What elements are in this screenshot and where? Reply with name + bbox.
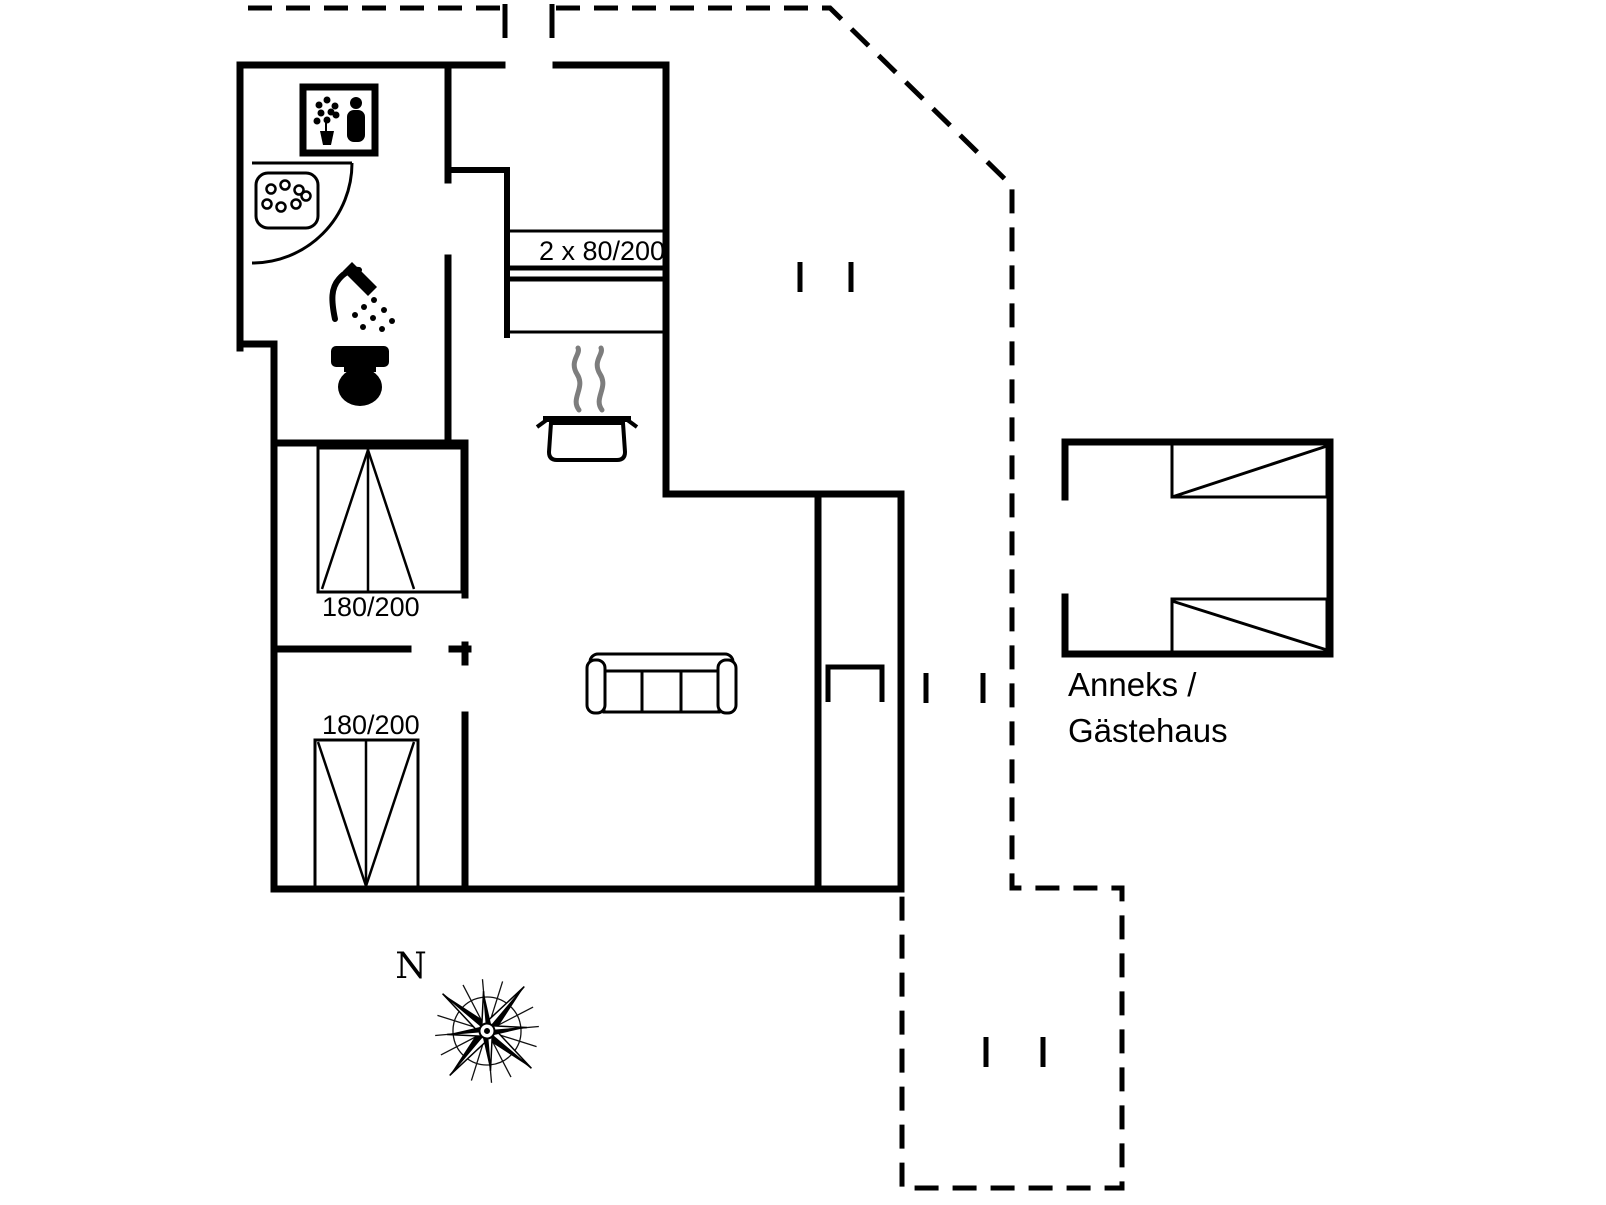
terrace-opening-ticks-upper	[797, 262, 854, 292]
bunk-bed-icon	[506, 229, 667, 334]
double-bed-2-icon	[313, 738, 420, 890]
bunk-bed-label: 2 x 80/200	[539, 236, 665, 266]
washing-machine-icon	[299, 83, 379, 157]
sofa-icon	[585, 652, 738, 715]
annex-bed-1-icon	[1170, 442, 1329, 499]
shower-icon	[329, 262, 395, 332]
annex-label-line2: Gästehaus	[1068, 712, 1228, 749]
terrace-opening-ticks-east	[923, 673, 986, 703]
annex-walls	[1061, 438, 1334, 658]
terrace-opening-ticks-south	[983, 1037, 1046, 1067]
kitchen-nook-walls	[445, 167, 510, 338]
toilet-icon	[331, 346, 389, 406]
double-bed-2-label: 180/200	[322, 710, 420, 740]
double-bed-1-icon	[316, 446, 464, 594]
main-house-walls	[236, 61, 905, 893]
cooking-pot-icon	[535, 345, 639, 462]
terrace-door-frame	[825, 664, 885, 702]
compass-north-label: N	[395, 946, 427, 987]
compass-rose-icon	[435, 979, 539, 1083]
washbasin-icon	[254, 171, 320, 230]
annex-label-line1: Anneks /	[1068, 666, 1197, 703]
annex-bed-2-icon	[1170, 597, 1329, 654]
terrace-boundary-dashed	[248, 5, 1125, 1191]
entrance-opening-ticks	[502, 4, 555, 38]
interior-walls	[270, 439, 822, 893]
bathroom-door-swing-arc	[251, 161, 354, 265]
double-bed-1-label: 180/200	[322, 592, 420, 622]
